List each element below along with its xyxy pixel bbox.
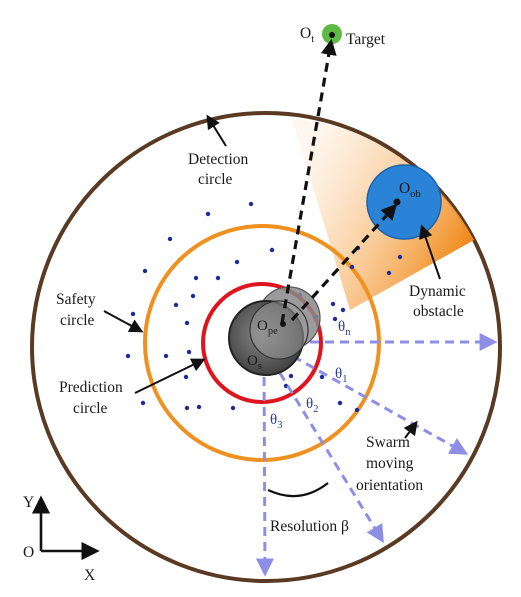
safety-label-1: Safety: [56, 291, 96, 308]
detection-label-2: circle: [198, 171, 233, 188]
prediction-label-2: circle: [73, 400, 108, 417]
safety-label-2: circle: [60, 312, 95, 329]
dynamic-obstacle: [366, 164, 442, 240]
swarm-label-2: moving: [366, 455, 414, 472]
obstacle-center: [393, 198, 401, 206]
ope-symbol: Ope: [257, 318, 278, 337]
target-center: [329, 32, 335, 38]
swarm-label-1: Swarm: [366, 434, 410, 451]
theta-n-label: θn: [338, 319, 351, 338]
callout-safety: [103, 310, 144, 333]
dynamic-label-1: Dynamic: [409, 283, 466, 300]
theta-3-label: θ3: [270, 412, 282, 431]
callout-swarm: [403, 420, 418, 439]
prediction-label-1: Prediction: [59, 379, 123, 396]
axis-y-label: Y: [23, 494, 34, 511]
ope-center: [280, 321, 286, 327]
os-symbol: Os: [247, 353, 262, 372]
callout-detection: [206, 114, 227, 147]
callout-arrows: [103, 114, 441, 439]
resolution-label: Resolution β: [270, 518, 349, 535]
callout-prediction: [134, 358, 206, 394]
path-to-obstacle: [290, 203, 398, 322]
orientation-arrow-theta-3: [255, 361, 274, 577]
swarm-body-front: [249, 300, 309, 360]
detection-label-1: Detection: [188, 151, 249, 168]
path-to-target: [280, 38, 337, 324]
axis-origin-label: O: [23, 544, 34, 561]
target-symbol: Ot: [300, 25, 314, 45]
coordinate-axes: [31, 495, 100, 561]
orientation-arrow-theta-2: [270, 359, 384, 544]
theta-1-label: θ1: [335, 366, 347, 385]
dynamic-label-2: obstacle: [413, 303, 464, 320]
theta-2-label: θ2: [306, 396, 318, 415]
swarm-label-3: orientation: [356, 477, 423, 494]
prediction-circle: [201, 282, 323, 404]
orientation-arrows: [255, 333, 498, 577]
resolution-arc: [267, 482, 329, 498]
callout-obstacle: [419, 224, 441, 280]
axis-x-label: X: [84, 567, 95, 584]
obstacle-symbol: Oob: [399, 180, 421, 200]
target-label: Target: [346, 31, 386, 48]
orientation-arrow-theta-1: [279, 347, 469, 455]
particle-dots: [125, 201, 403, 413]
